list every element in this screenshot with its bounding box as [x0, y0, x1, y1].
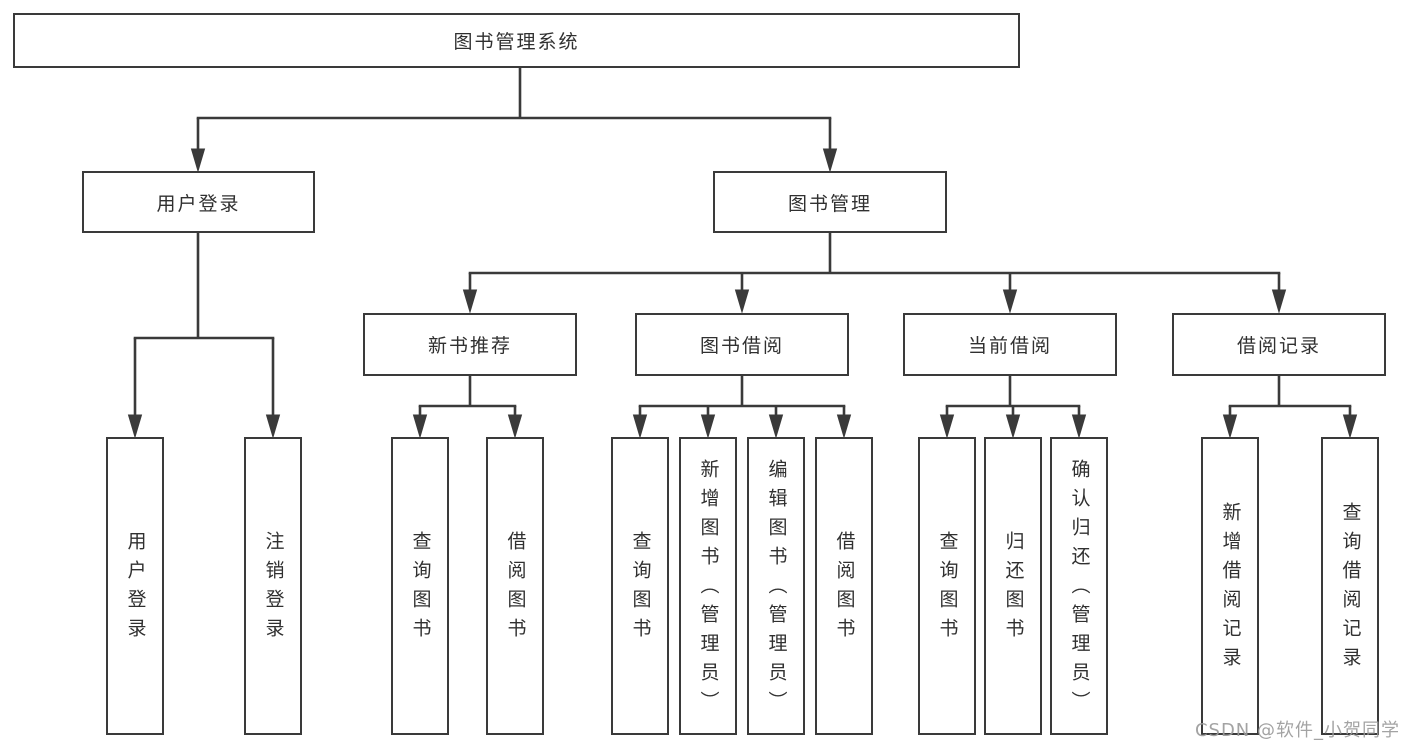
- node-book-borrow: 图书借阅: [635, 313, 849, 376]
- leaf-query-books-recommend: 查询图书: [391, 437, 449, 735]
- leaf-borrow-books-recommend: 借阅图书: [486, 437, 544, 735]
- leaf-add-borrow-record: 新增借阅记录: [1201, 437, 1259, 735]
- node-borrow-records: 借阅记录: [1172, 313, 1386, 376]
- leaf-borrow-books: 借阅图书: [815, 437, 873, 735]
- leaf-edit-books-admin: 编辑图书（管理员）: [747, 437, 805, 735]
- leaf-confirm-return-admin: 确认归还（管理员）: [1050, 437, 1108, 735]
- leaf-add-books-admin: 新增图书（管理员）: [679, 437, 737, 735]
- leaf-query-borrow-record: 查询借阅记录: [1321, 437, 1379, 735]
- leaf-return-books: 归还图书: [984, 437, 1042, 735]
- csdn-watermark: CSDN @软件_小贺同学: [1194, 720, 1400, 741]
- node-user-login: 用户登录: [82, 171, 315, 233]
- leaf-user-login: 用户登录: [106, 437, 164, 735]
- leaf-logout: 注销登录: [244, 437, 302, 735]
- node-book-management: 图书管理: [713, 171, 947, 233]
- node-current-borrow: 当前借阅: [903, 313, 1117, 376]
- node-library-management-system: 图书管理系统: [13, 13, 1020, 68]
- leaf-query-books-current: 查询图书: [918, 437, 976, 735]
- leaf-query-books-borrow: 查询图书: [611, 437, 669, 735]
- node-new-book-recommend: 新书推荐: [363, 313, 577, 376]
